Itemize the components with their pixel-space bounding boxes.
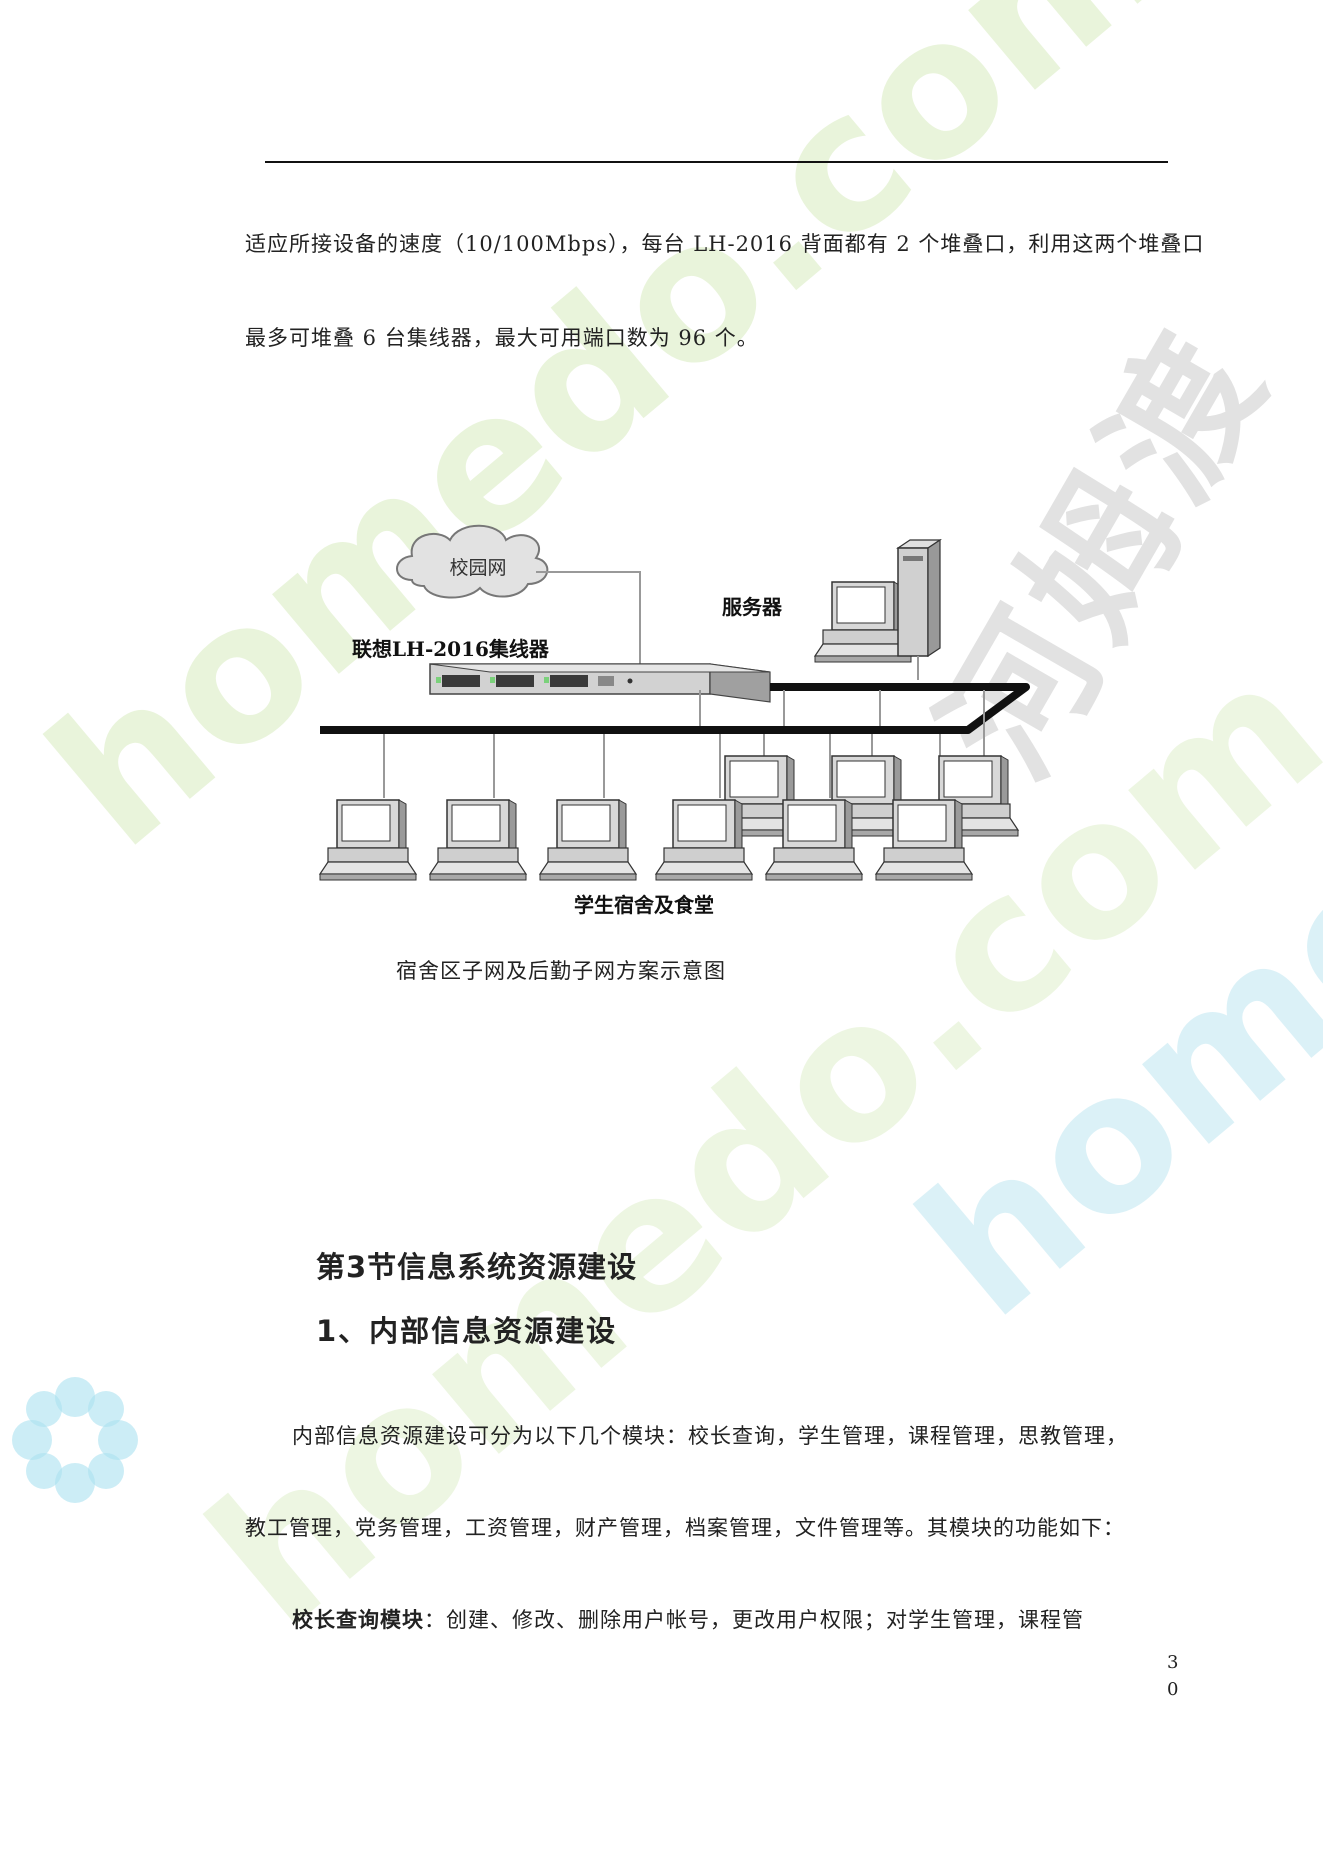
figure-caption: 宿舍区子网及后勤子网方案示意图 <box>396 959 726 983</box>
header-rule <box>265 161 1168 163</box>
cloud-shape <box>396 524 549 599</box>
backbone-cable <box>320 683 1030 734</box>
paragraph-line-5: 校长查询模块：创建、修改、删除用户帐号，更改用户权限；对学生管理，课程管 <box>292 1604 1084 1634</box>
paragraph-line-3: 内部信息资源建设可分为以下几个模块：校长查询，学生管理，课程管理，思教管理， <box>292 1424 1128 1448</box>
pc-front-1 <box>319 799 417 881</box>
server-tower <box>896 538 942 658</box>
section-subtitle: 1、内部信息资源建设 <box>316 1314 618 1348</box>
pc-front-3 <box>539 799 637 881</box>
page-number-line-2: 0 <box>1167 1679 1179 1700</box>
hub-label: 联想LH-2016集线器 <box>352 637 550 661</box>
pc-front-2 <box>429 799 527 881</box>
server <box>814 581 912 663</box>
page-number-line-1: 3 <box>1167 1652 1179 1673</box>
paragraph-line-4: 教工管理，党务管理，工资管理，财产管理，档案管理，文件管理等。其模块的功能如下： <box>245 1516 1125 1540</box>
section-title: 第3节信息系统资源建设 <box>316 1250 638 1284</box>
cloud-link <box>536 571 641 665</box>
paragraph-line-1: 适应所接设备的速度（10/100Mbps），每台 LH-2016 背面都有 2 … <box>245 232 1205 256</box>
module-desc: ：创建、修改、删除用户帐号，更改用户权限；对学生管理，课程管 <box>424 1608 1084 1632</box>
paragraph-line-2: 最多可堆叠 6 台集线器，最大可用端口数为 96 个。 <box>245 326 759 350</box>
cloud-label: 校园网 <box>449 557 506 579</box>
hub-device <box>429 663 771 703</box>
server-label: 服务器 <box>722 595 783 619</box>
module-name-bold: 校长查询模块 <box>292 1607 424 1632</box>
watermark-flower-icon <box>12 1377 138 1503</box>
pc-front-4 <box>655 799 753 881</box>
dorm-label: 学生宿舍及食堂 <box>574 893 714 917</box>
network-diagram: 校园网 服务器 联想LH-2016集线器 <box>319 524 1030 917</box>
